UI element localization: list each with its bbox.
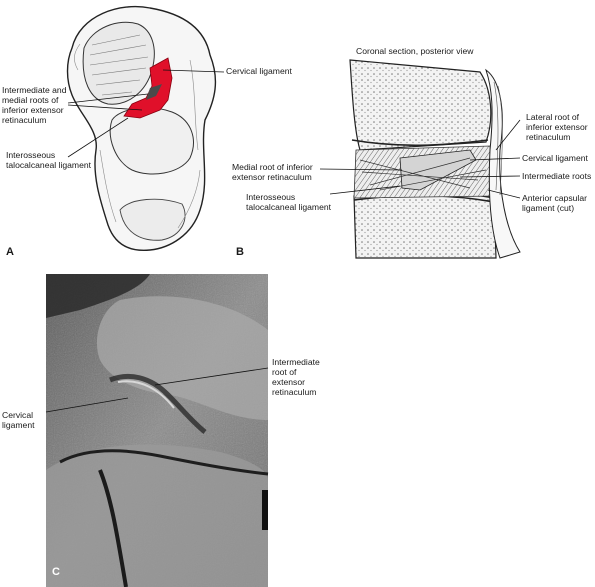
- b-interosseous-label: Interosseous talocalcaneal ligament: [246, 192, 332, 212]
- cuboid-surface: [119, 198, 186, 241]
- shading-lines: [74, 43, 201, 229]
- talus-section: [349, 59, 492, 151]
- mri-ligament-light: [117, 380, 175, 409]
- a-intermediate-medial-roots-label: Intermediate and medial roots of inferio…: [2, 85, 67, 125]
- b-intermediate-roots-label: Intermediate roots: [522, 171, 592, 181]
- b-view-title: Coronal section, posterior view: [356, 46, 474, 56]
- ligament-fibers: [359, 157, 487, 191]
- b-anterior-capsular-label: Anterior capsular ligament (cut): [522, 193, 587, 213]
- ligament-shadow: [146, 84, 162, 100]
- a-cervical-ligament-label: Cervical ligament: [226, 66, 292, 76]
- talus-cortex: [351, 139, 489, 147]
- mri-talus: [96, 296, 268, 420]
- panel-label-a: A: [6, 246, 14, 258]
- cervical-ligament-band: [399, 149, 477, 191]
- mri-dark-edge: [98, 469, 128, 587]
- b-cervical-ligament-label: Cervical ligament: [522, 153, 588, 163]
- calcaneus-section: [353, 191, 497, 259]
- b-lateral-root-label: Lateral root of inferior extensor retina…: [526, 112, 588, 142]
- mri-right-edge: [262, 490, 268, 530]
- panel-a-illustration: [66, 5, 225, 252]
- panel-b-illustration: [319, 59, 521, 259]
- c-intermediate-root-label: Intermediate root of extensor retinaculu…: [272, 357, 320, 397]
- mri-calcaneus: [46, 444, 268, 587]
- panel-c-mri: [45, 274, 269, 587]
- a-interosseous-label: Interosseous talocalcaneal ligament: [6, 150, 92, 170]
- mri-ligament: [109, 374, 207, 434]
- mri-dark-band: [59, 449, 269, 476]
- panel-label-c: C: [52, 566, 60, 578]
- panel-label-b: B: [236, 246, 244, 258]
- mri-dark-top: [46, 274, 150, 318]
- tendon-lines: [493, 81, 503, 196]
- b-medial-root-label: Medial root of inferior extensor retinac…: [232, 162, 313, 182]
- c-cervical-ligament-label: Cervical ligament: [2, 410, 35, 430]
- facet-hatching: [89, 34, 149, 96]
